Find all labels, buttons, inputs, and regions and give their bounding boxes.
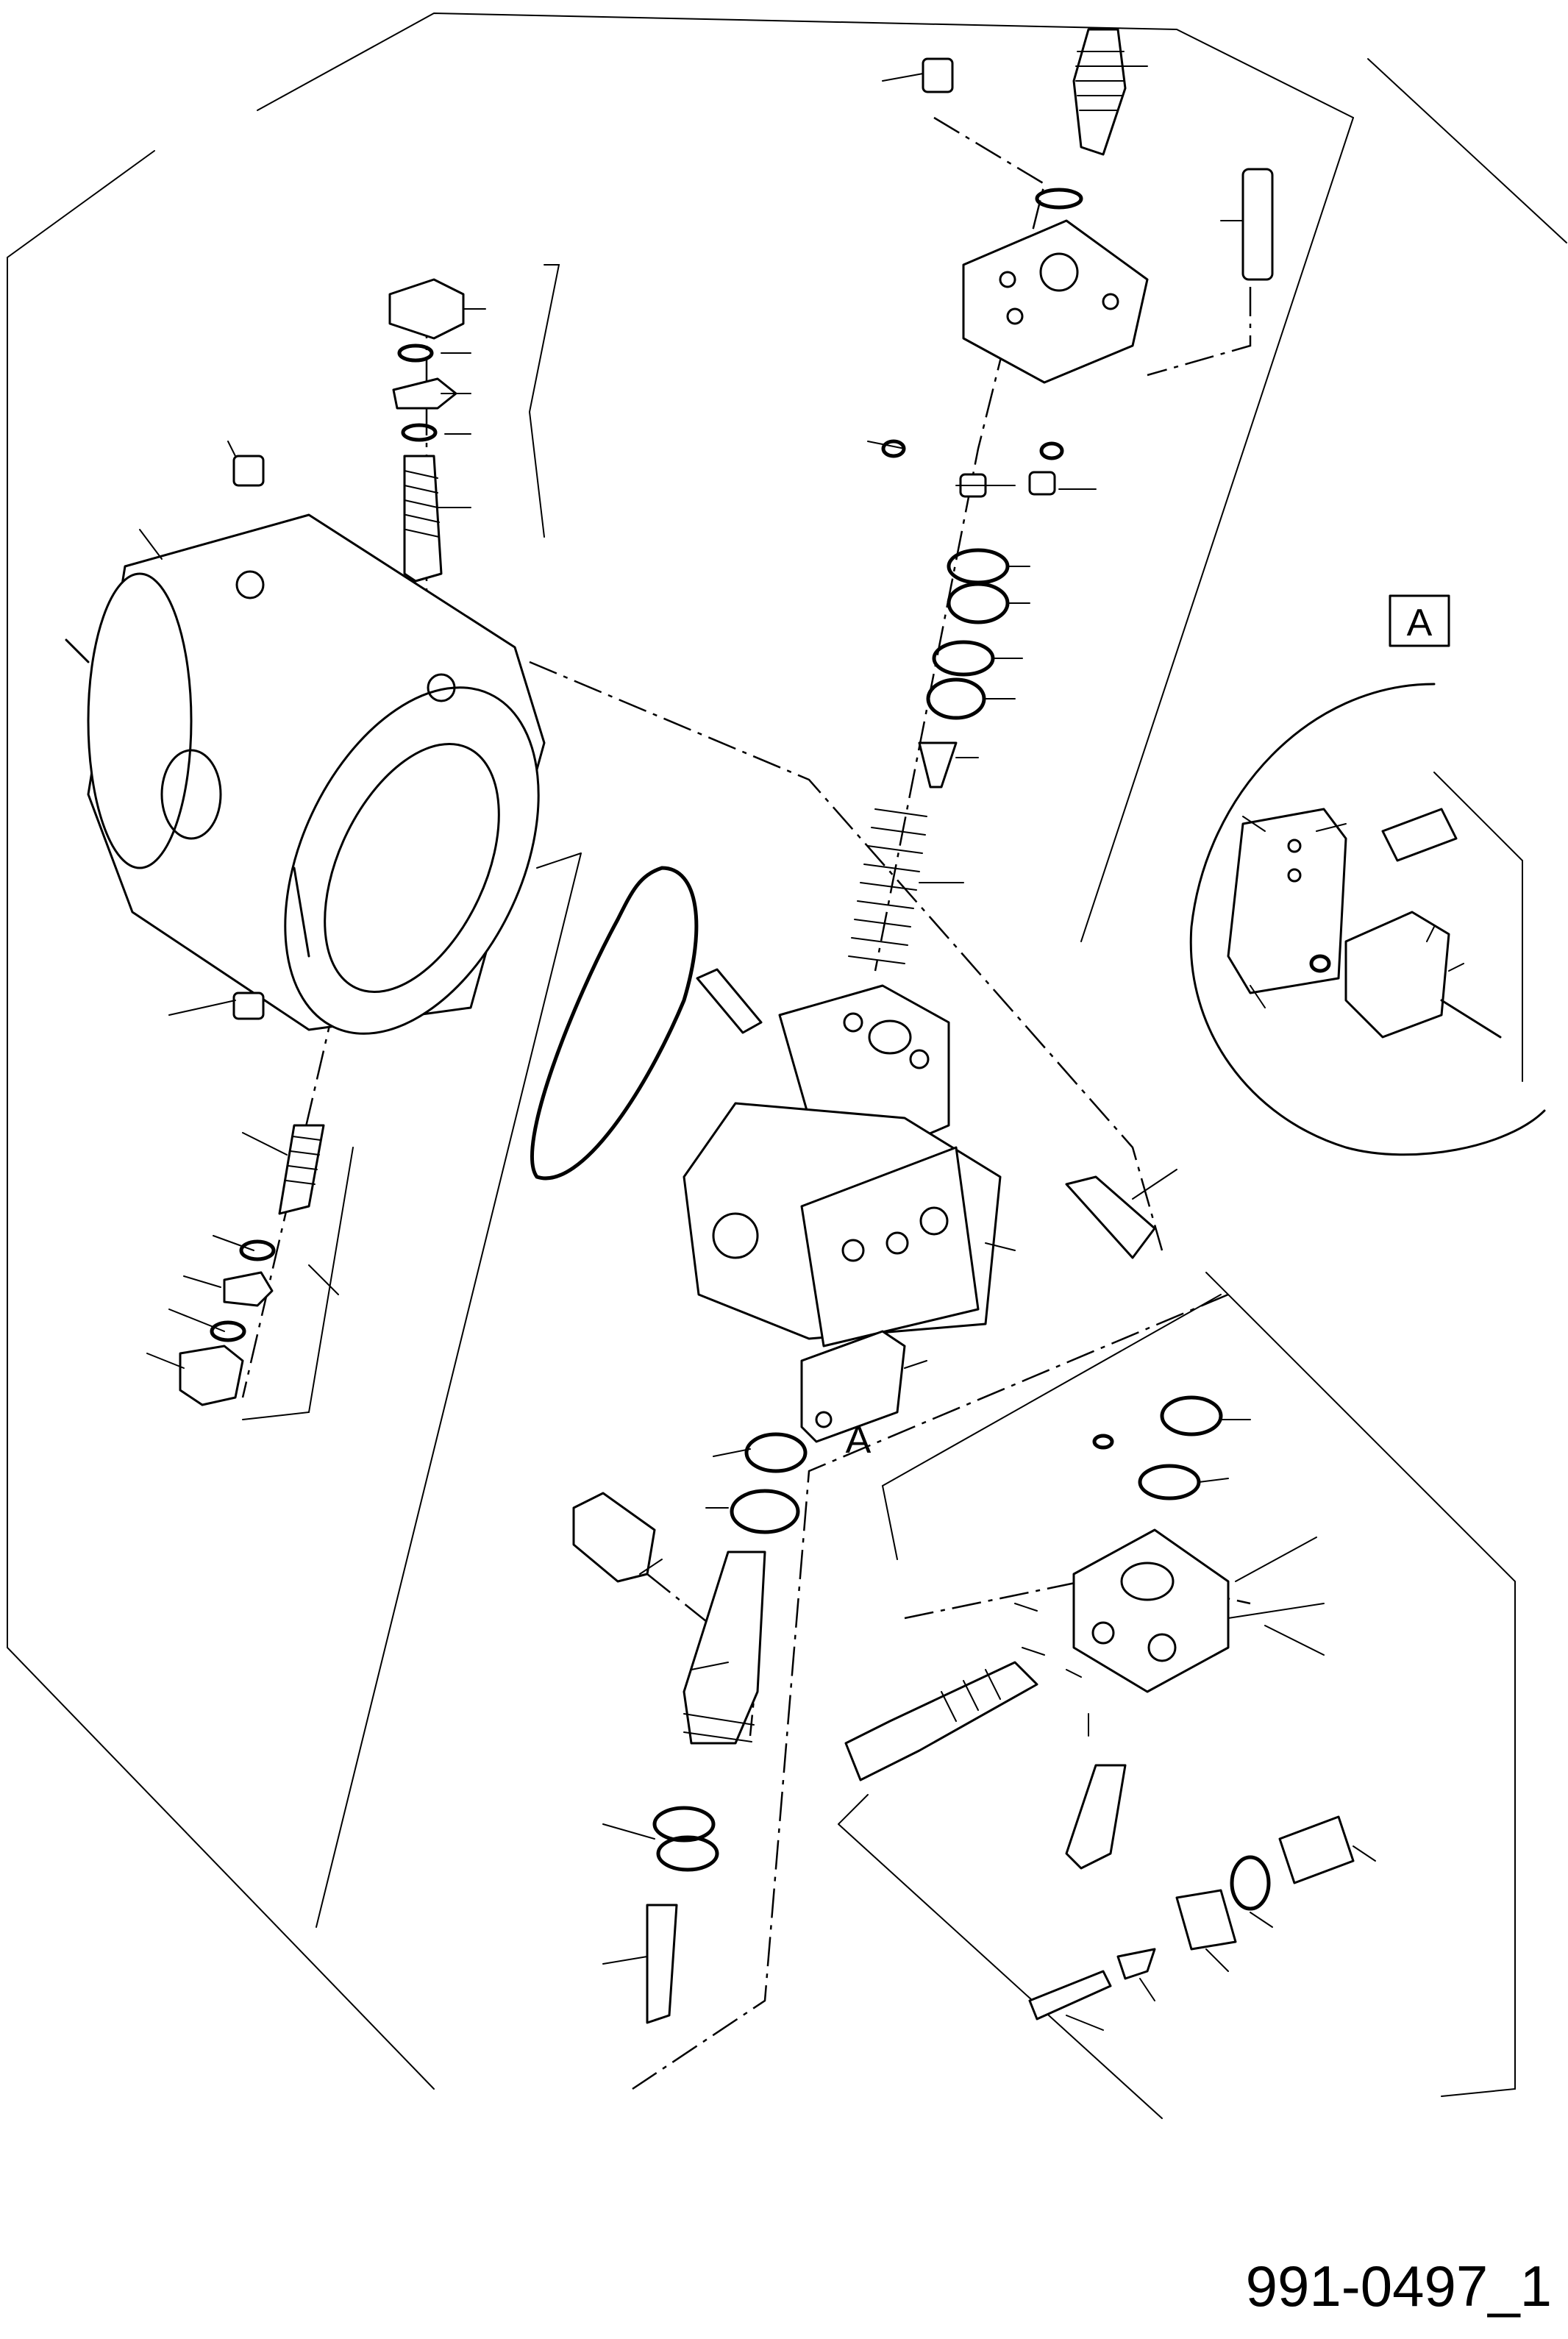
pin-and-bolt	[696, 968, 1156, 1259]
upper-cover-block	[962, 219, 1149, 384]
detail-a-circle	[1189, 683, 1546, 1156]
seal-rings-and-spring	[848, 548, 1010, 964]
leader-lines	[139, 65, 1464, 2031]
detail-relief-assembly	[1028, 1815, 1355, 2021]
lower-spool-stack	[572, 1432, 808, 2024]
upper-plugs	[922, 57, 1274, 498]
motor-housing	[65, 513, 546, 1035]
lower-right-bolt	[1065, 1764, 1127, 1870]
sub-valve-a-label: A	[846, 1419, 872, 1462]
detail-a-label: A	[1407, 602, 1433, 644]
large-o-ring	[530, 866, 699, 1181]
control-valve-body	[683, 984, 1002, 1347]
plugs-motor	[232, 455, 265, 1020]
upper-valve-cartridge	[1072, 28, 1127, 156]
adjuster-stack-top	[388, 278, 465, 583]
adjuster-stack-bottom	[179, 1124, 325, 1406]
sub-valve-a	[800, 1330, 906, 1443]
drawing-code: 991-0497_1	[1246, 2254, 1552, 2318]
detail-a-label-box: A	[1389, 594, 1450, 647]
lower-right-cartridge	[844, 1661, 1038, 1781]
lower-right-valve-block	[1072, 1395, 1230, 1693]
group-outline-lines	[7, 13, 1567, 2119]
